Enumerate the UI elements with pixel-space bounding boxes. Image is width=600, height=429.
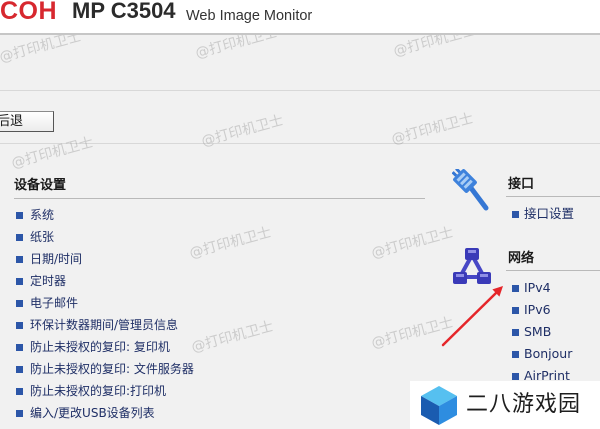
device-model: MP C3504 <box>72 0 176 23</box>
item-label[interactable]: 日期/时间 <box>30 252 83 266</box>
bullet-icon <box>16 366 23 373</box>
site-logo-overlay: 二八游戏园 <box>410 381 600 429</box>
bullet-icon <box>512 307 519 314</box>
item-label[interactable]: IPv6 <box>524 302 551 317</box>
watermark-text: @打印机卫士 <box>199 112 286 150</box>
site-name: 二八游戏园 <box>466 392 582 417</box>
watermark-text: @打印机卫士 <box>369 224 456 262</box>
arrow-head <box>492 286 503 297</box>
watermark-text: @打印机卫士 <box>369 314 456 352</box>
device-settings-title: 设备设置 <box>14 178 67 193</box>
bullet-icon <box>16 278 23 285</box>
interface-title: 接口 <box>508 177 535 192</box>
item-label[interactable]: 系统 <box>30 208 55 222</box>
back-button[interactable]: 后退 <box>0 111 54 132</box>
network-title: 网络 <box>508 251 535 266</box>
item-label[interactable]: 定时器 <box>30 274 67 288</box>
item-label[interactable]: Bonjour <box>524 346 573 361</box>
item-label[interactable]: 防止未授权的复印:打印机 <box>30 384 167 398</box>
item-label[interactable]: 接口设置 <box>524 206 575 221</box>
item-label[interactable]: 电子邮件 <box>30 296 79 310</box>
device-settings-underline <box>14 198 425 199</box>
brand-logo[interactable]: COH <box>0 0 58 25</box>
bullet-icon <box>16 212 23 219</box>
item-label[interactable]: SMB <box>524 324 552 339</box>
item-label[interactable]: 编入/更改USB设备列表 <box>30 406 155 420</box>
bullet-icon <box>16 410 23 417</box>
watermark-text: @打印机卫士 <box>187 224 274 262</box>
network-underline <box>506 270 600 271</box>
interface-underline <box>506 196 600 197</box>
item-label[interactable]: 纸张 <box>30 230 55 244</box>
bullet-icon <box>512 285 519 292</box>
bullet-icon <box>16 256 23 263</box>
bullet-icon <box>512 373 519 380</box>
item-label[interactable]: 防止未授权的复印: 复印机 <box>30 340 170 354</box>
bullet-icon <box>512 329 519 336</box>
header-divider <box>0 33 600 35</box>
network-icon <box>452 247 492 291</box>
item-label[interactable]: 防止未授权的复印: 文件服务器 <box>30 362 194 376</box>
watermark-text: @打印机卫士 <box>9 134 96 172</box>
cube-logo-icon <box>421 386 457 425</box>
item-label[interactable]: 环保计数器期间/管理员信息 <box>30 318 179 332</box>
arrow-shaft <box>441 291 498 347</box>
item-label[interactable]: IPv4 <box>524 280 551 295</box>
bullet-icon <box>16 300 23 307</box>
bullet-icon <box>512 211 519 218</box>
item-label[interactable]: AirPrint <box>524 368 570 383</box>
bullet-icon <box>16 388 23 395</box>
bullet-icon <box>16 234 23 241</box>
bullet-icon <box>16 344 23 351</box>
bullet-icon <box>512 351 519 358</box>
toolbar-divider-bottom <box>0 143 600 144</box>
product-name: Web Image Monitor <box>186 8 313 24</box>
bullet-icon <box>16 322 23 329</box>
cable-icon <box>451 167 492 217</box>
watermark-text: @打印机卫士 <box>189 318 276 356</box>
toolbar-divider-top <box>0 90 600 91</box>
header-bar: COH MP C3504 Web Image Monitor <box>0 0 600 33</box>
